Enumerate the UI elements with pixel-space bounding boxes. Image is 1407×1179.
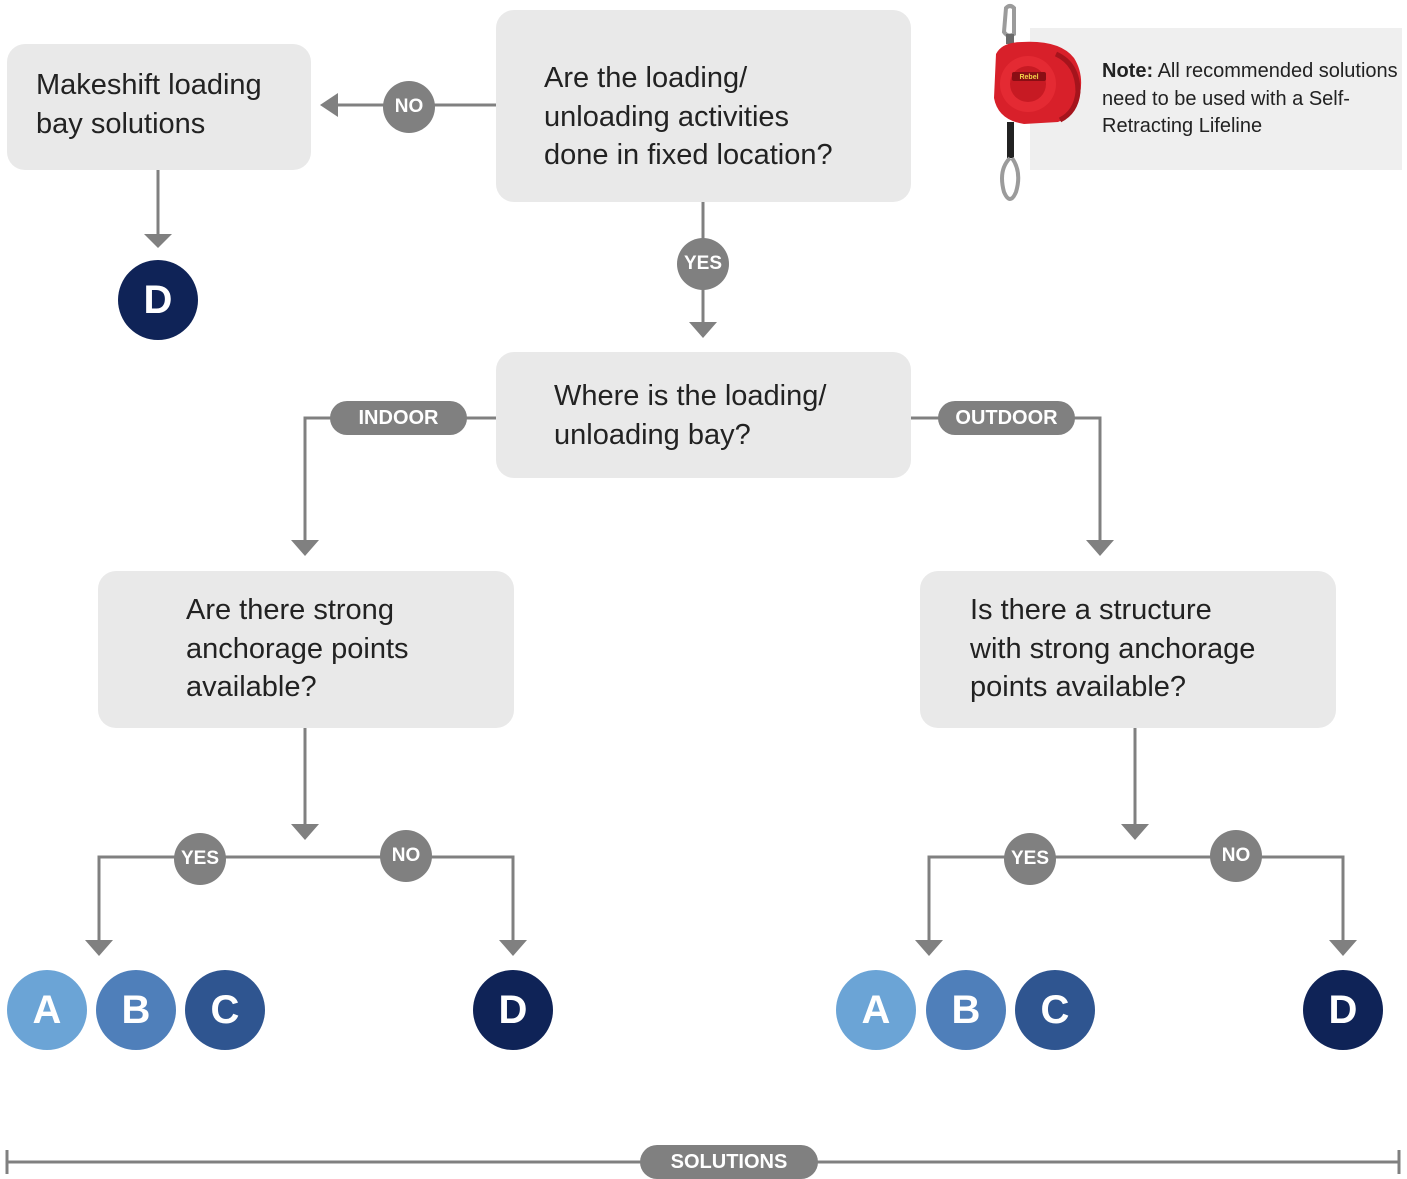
fixed-location-text: Are the loading/ unloading activities do… xyxy=(544,62,833,171)
outdoor-structure-question: Is there a structure with strong anchora… xyxy=(920,571,1336,728)
yes-badge-right: YES xyxy=(1004,833,1056,885)
arrow-down-icon xyxy=(1329,940,1357,956)
outdoor-structure-text: Is there a structure with strong anchora… xyxy=(970,594,1256,703)
indoor-anchorage-question: Are there strong anchorage points availa… xyxy=(98,571,514,728)
arrow-down-icon xyxy=(499,940,527,956)
solution-b-right: B xyxy=(926,970,1006,1050)
indoor-anchorage-text: Are there strong anchorage points availa… xyxy=(186,594,409,703)
arrow-down-icon xyxy=(1121,824,1149,840)
connector-outdoor xyxy=(910,416,1102,542)
self-retracting-lifeline-icon: Rebel xyxy=(994,4,1082,201)
note-label: Note: xyxy=(1102,60,1154,82)
solution-c-left: C xyxy=(185,970,265,1050)
bay-location-text: Where is the loading/ unloading bay? xyxy=(554,380,827,451)
fixed-location-question: Are the loading/ unloading activities do… xyxy=(496,10,911,202)
arrow-left-icon xyxy=(320,93,338,117)
note-panel xyxy=(1030,28,1402,170)
connector-left-split xyxy=(97,855,515,942)
makeshift-box: Makeshift loading bay solutions xyxy=(7,44,311,170)
arrow-down-icon xyxy=(144,234,172,248)
no-badge-right: NO xyxy=(1210,830,1262,882)
arrow-down-icon xyxy=(1086,540,1114,556)
solution-d-top: D xyxy=(118,260,198,340)
connector-right-split xyxy=(927,855,1345,942)
arrow-down-icon xyxy=(915,940,943,956)
indoor-label: INDOOR xyxy=(330,401,467,435)
svg-text:Rebel: Rebel xyxy=(1019,74,1038,81)
connector-indoor xyxy=(303,416,496,542)
solution-a-right: A xyxy=(836,970,916,1050)
makeshift-text: Makeshift loading bay solutions xyxy=(36,69,262,140)
yes-badge-left: YES xyxy=(174,833,226,885)
note-body: All recommended solutions need to be use… xyxy=(1102,60,1398,137)
solution-b-left: B xyxy=(96,970,176,1050)
solution-a-left: A xyxy=(7,970,87,1050)
solution-c-right: C xyxy=(1015,970,1095,1050)
solution-d-left: D xyxy=(473,970,553,1050)
no-badge-top: NO xyxy=(383,81,435,133)
arrow-down-icon xyxy=(291,540,319,556)
arrow-down-icon xyxy=(85,940,113,956)
solution-d-right: D xyxy=(1303,970,1383,1050)
yes-badge-top: YES xyxy=(677,238,729,290)
solutions-label: SOLUTIONS xyxy=(640,1145,818,1179)
bay-location-question: Where is the loading/ unloading bay? xyxy=(496,352,911,478)
outdoor-label: OUTDOOR xyxy=(938,401,1075,435)
no-badge-left: NO xyxy=(380,830,432,882)
note-text: Note: All recommended solutions need to … xyxy=(1102,58,1402,141)
arrow-down-icon xyxy=(291,824,319,840)
arrow-down-icon xyxy=(689,322,717,338)
